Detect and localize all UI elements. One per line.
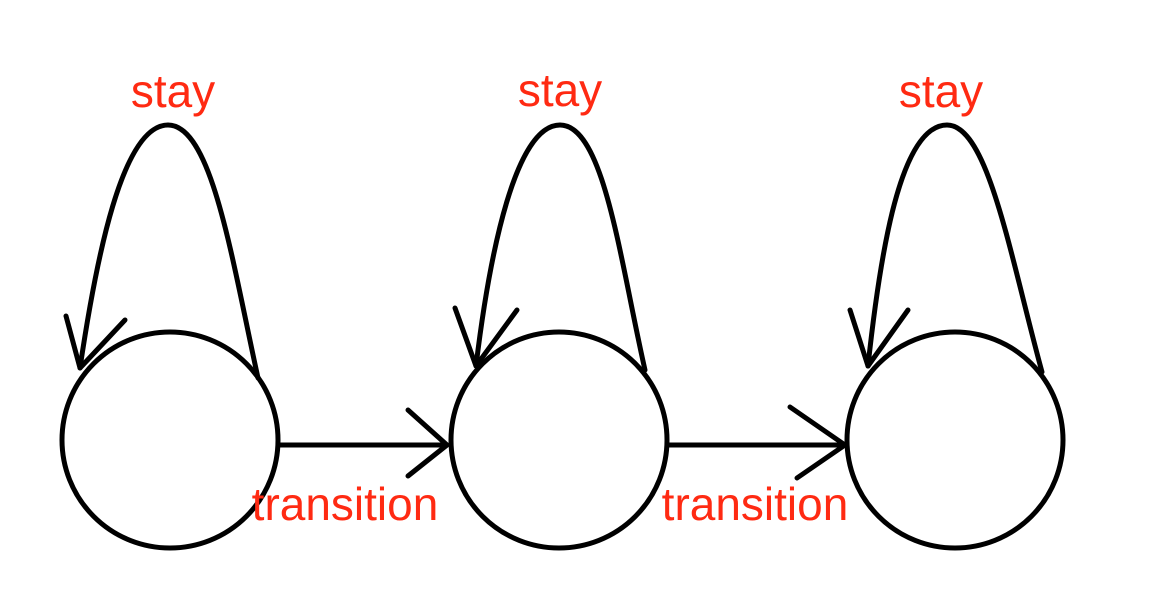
state-3 (844, 329, 1066, 551)
transition-label-1: transition (252, 478, 439, 530)
self-loop-label-1: stay (131, 65, 215, 117)
transition-arrow-1-head (405, 407, 450, 479)
state-1 (59, 329, 281, 551)
self-loop-2 (473, 122, 648, 373)
self-loop-1-arrowhead (63, 313, 128, 371)
self-loop-3 (865, 122, 1045, 375)
self-loop-2-arrowhead (452, 305, 520, 369)
self-loop-3-arrowhead (847, 307, 911, 369)
self-loop-label-2: stay (518, 64, 602, 116)
self-loop-label-3: stay (899, 65, 983, 117)
transition-arrow-2-head (787, 404, 848, 481)
transition-label-2: transition (662, 478, 849, 530)
state-2 (448, 329, 670, 551)
self-loop-1 (77, 122, 261, 381)
